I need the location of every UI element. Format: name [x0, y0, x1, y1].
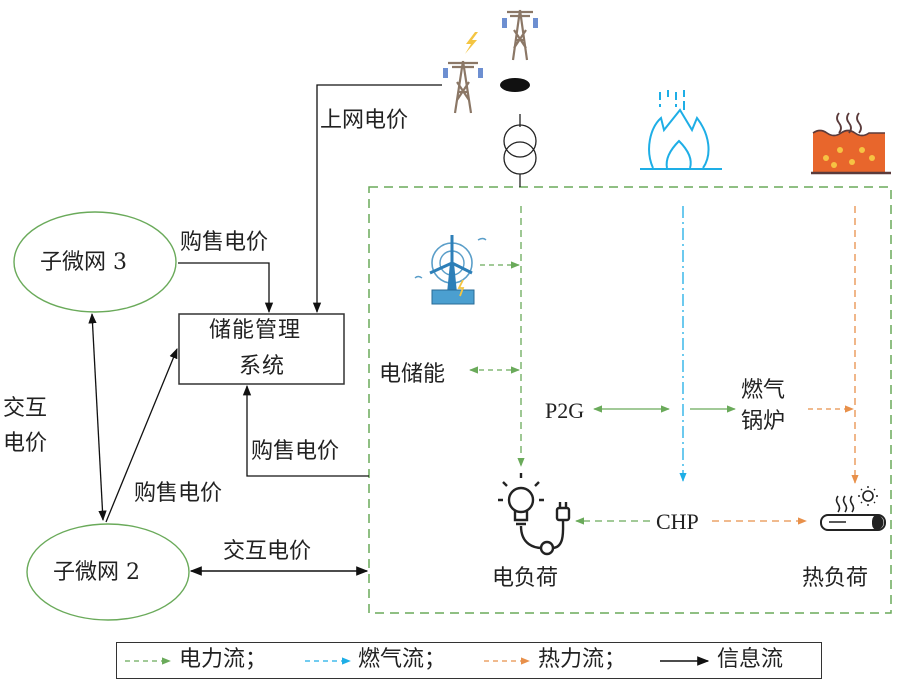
insulator-icons — [443, 18, 538, 78]
legend-power: 电力流； — [179, 647, 268, 672]
mg2-price-label: 购售电价 — [134, 481, 223, 506]
grid-node-dot — [500, 78, 530, 92]
heat-source-icon — [811, 112, 891, 175]
microgrid2-node[interactable] — [26, 523, 190, 621]
info-grid-to-ems — [312, 84, 442, 314]
legend-gas: 燃气流； — [358, 647, 447, 672]
heater-icon — [820, 486, 886, 531]
microgrid2-label: 子微网 2 — [53, 560, 140, 585]
ems-label-line1: 储能管理 — [209, 318, 302, 343]
legend: 电力流； 燃气流； 热力流； 信息流 — [116, 642, 822, 679]
heat-load-label: 热负荷 — [802, 566, 869, 591]
ems-label-line2: 系统 — [239, 354, 286, 379]
info-mg1-to-ems — [242, 384, 369, 477]
storage-label: 电储能 — [379, 362, 446, 387]
interact-label-line1: 交互 — [3, 396, 48, 421]
microgrid1-boundary — [368, 186, 892, 614]
info-mg3-to-ems — [178, 262, 274, 314]
mg1-price-label: 购售电价 — [251, 439, 340, 464]
legend-heat: 热力流； — [538, 647, 627, 672]
p2g-label: P2G — [545, 398, 585, 423]
chp-label: CHP — [656, 509, 699, 534]
gas-flame-icon — [640, 90, 722, 170]
interact-label-line2: 电价 — [3, 431, 48, 456]
lightning-icon — [465, 32, 478, 54]
boiler-label-line1: 燃气 — [741, 378, 786, 403]
wind-turbine-icon — [414, 235, 487, 305]
boiler-label-line2: 锅炉 — [741, 409, 786, 434]
grid-price-label: 上网电价 — [320, 108, 409, 133]
info-mg3-mg2 — [88, 312, 107, 522]
microgrid3-node[interactable] — [13, 211, 177, 313]
microgrid3-label: 子微网 3 — [40, 250, 127, 275]
info-mg2-to-ems — [105, 348, 178, 523]
bulb-plug-icon — [498, 473, 571, 556]
ems-box[interactable] — [178, 313, 345, 385]
power-tower-icon — [448, 9, 533, 114]
interact-h-label: 交互电价 — [223, 539, 312, 564]
mg3-price-label: 购售电价 — [180, 230, 269, 255]
elec-load-label: 电负荷 — [492, 566, 559, 591]
transformer-icon — [503, 114, 537, 187]
legend-info: 信息流 — [717, 647, 784, 672]
